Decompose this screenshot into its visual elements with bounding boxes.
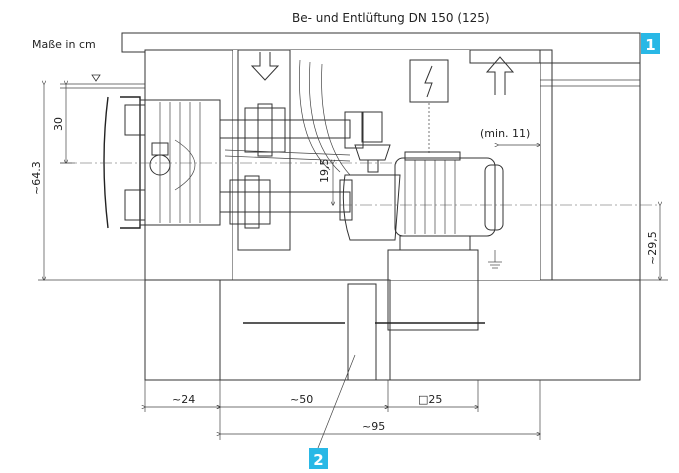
units-note: Maße in cm: [32, 38, 96, 51]
marker-1: 1: [641, 33, 660, 54]
vent-up-arrow: [485, 56, 515, 95]
dim-95: ~95: [362, 420, 385, 433]
dim-30: 30: [52, 117, 65, 131]
title-label: Be- und Entlüftung DN 150 (125): [292, 11, 490, 25]
marker-1-label: 1: [645, 36, 655, 54]
dim-min-11: (min. 11): [480, 127, 530, 140]
counter-current-unit: [103, 96, 221, 229]
electrical-box: [409, 59, 449, 155]
marker-2: 2: [309, 448, 328, 469]
pump-motor: [339, 151, 504, 269]
dim-64-3: ~64.3: [30, 161, 43, 195]
valve: [354, 111, 391, 173]
dim-25: □25: [418, 393, 442, 406]
dim-29-5: ~29,5: [646, 231, 659, 265]
vent-down-arrow: [250, 52, 280, 81]
center-lines: [60, 162, 660, 206]
marker-2-label: 2: [313, 451, 323, 469]
dim-19-5: 19,5: [318, 159, 331, 184]
dim-50: ~50: [290, 393, 313, 406]
pipework: [219, 59, 364, 229]
dim-24: ~24: [172, 393, 195, 406]
shaft-cutouts: [219, 49, 640, 381]
dimension-lines: [38, 74, 668, 449]
